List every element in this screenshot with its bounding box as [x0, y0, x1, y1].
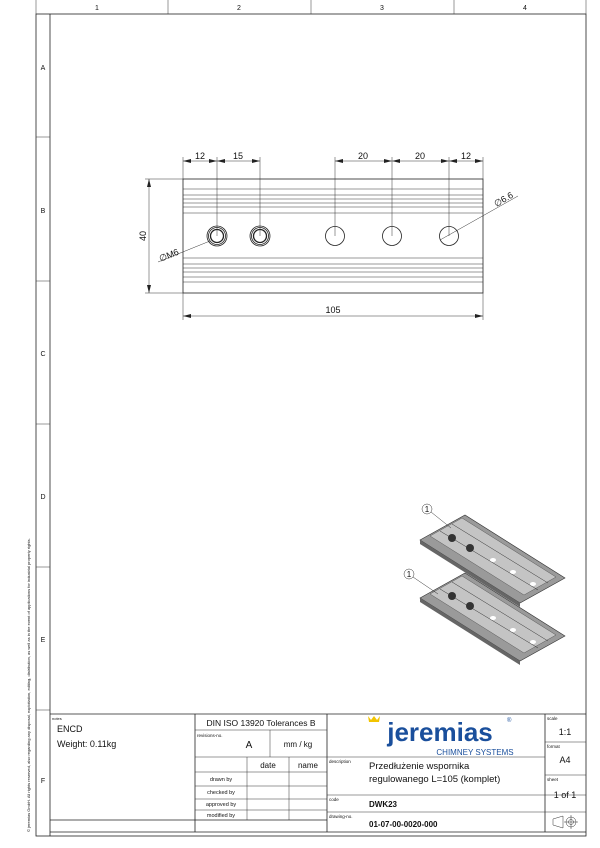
row-label: B — [41, 208, 46, 215]
notes-label: notes — [52, 716, 62, 721]
logo-wordmark: jeremias — [386, 717, 493, 747]
role-label: drawn by — [210, 777, 233, 783]
plan-view: 12 15 20 20 12 105 40 ∅M6 ∅6.6 — [138, 151, 519, 320]
description-label: description — [329, 759, 351, 764]
description-line-2: regulowanego L=105 (komplet) — [369, 774, 500, 785]
row-label: F — [41, 778, 45, 785]
column-label: 1 — [95, 5, 99, 12]
item-balloon: 1 — [403, 568, 439, 595]
logo-subtitle: CHIMNEY SYSTEMS — [436, 748, 513, 757]
role-label: checked by — [207, 790, 235, 796]
format-label: format — [547, 744, 561, 749]
column-label: 2 — [237, 5, 241, 12]
column-label: 3 — [380, 5, 384, 12]
isometric-part — [419, 572, 566, 665]
sheet-value: 1 of 1 — [554, 790, 577, 800]
jeremias-logo: jeremias ® CHIMNEY SYSTEMS — [368, 716, 514, 757]
sheet-label: sheet — [547, 777, 559, 782]
code-value: DWK23 — [369, 800, 398, 809]
hole-callout: ∅6.6 — [492, 190, 515, 209]
row-label: E — [41, 637, 46, 644]
first-angle-projection-icon — [552, 815, 578, 829]
scale-value: 1:1 — [559, 727, 572, 737]
copyright-notice: © jeremias GmbH. All rights reserved, al… — [26, 538, 31, 832]
revision-value: A — [246, 740, 253, 751]
registered-mark: ® — [507, 717, 512, 724]
sheet-frame — [35, 0, 587, 837]
code-label: code — [329, 797, 339, 802]
role-label: modified by — [207, 813, 235, 819]
name-header: name — [298, 761, 319, 770]
dimension-label: 15 — [233, 151, 243, 161]
dimension-label: 20 — [415, 151, 425, 161]
height-dimension: 40 — [138, 231, 148, 241]
format-value: A4 — [559, 755, 570, 765]
drawing-no-label: drawing-no. — [329, 814, 353, 819]
scale-label: scale — [547, 716, 558, 721]
title-block: notes ENCD Weight: 0.11kg DIN ISO 13920 … — [50, 713, 586, 833]
isometric-part — [419, 514, 566, 607]
item-balloon: 1 — [421, 503, 452, 529]
plate-outline — [182, 178, 484, 294]
weight: Weight: 0.11kg — [57, 739, 116, 749]
dimension-arrows — [147, 159, 483, 318]
svg-text:1: 1 — [425, 505, 430, 514]
notes-value: ENCD — [57, 724, 83, 734]
date-header: date — [260, 761, 276, 770]
drawing-no-value: 01-07-00-0020-000 — [369, 820, 438, 829]
length-dimension: 105 — [325, 305, 340, 315]
description-line-1: Przedłużenie wspornika — [369, 761, 470, 772]
revisions-label: revisions-no. — [197, 733, 223, 738]
role-label: approved by — [206, 802, 237, 808]
isometric-view: 1 1 — [403, 503, 566, 665]
dimension-label: 12 — [195, 151, 205, 161]
column-label: 4 — [523, 5, 527, 12]
row-label: C — [40, 351, 45, 358]
tolerances: DIN ISO 13920 Tolerances B — [207, 718, 316, 728]
row-label: D — [40, 494, 45, 501]
thread-callout: ∅M6 — [158, 247, 181, 264]
crown-icon — [368, 716, 380, 722]
plate-grooves — [183, 188, 483, 283]
dimension-label: 20 — [358, 151, 368, 161]
svg-text:1: 1 — [407, 570, 412, 579]
dimension-label: 12 — [461, 151, 471, 161]
units: mm / kg — [284, 740, 312, 749]
row-label: A — [41, 65, 46, 72]
